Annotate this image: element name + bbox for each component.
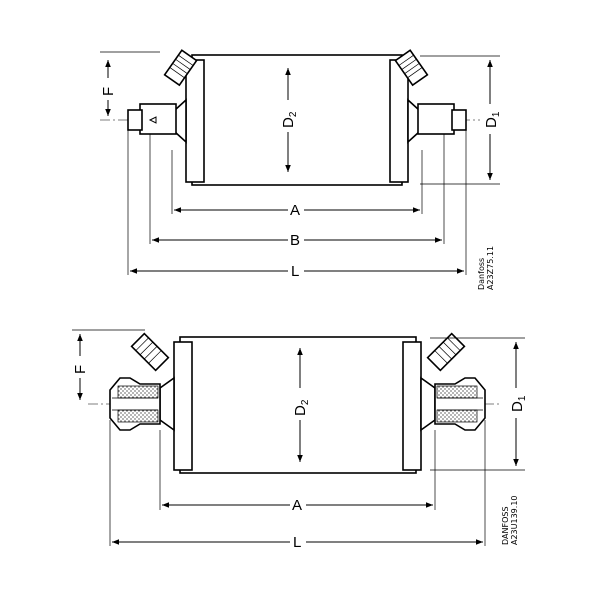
side-text-bottom: DANFOSS A23U139.10 [501,496,519,546]
label-d2-bottom: D2 [292,399,311,416]
label-l-top: L [291,263,299,280]
right-solder-connection [417,103,467,135]
label-a-top: A [290,202,300,219]
right-access-valve [394,49,429,87]
label-f-top: F [100,87,117,96]
label-d2-top: D2 [280,111,299,128]
left-access-valve [130,332,170,372]
label-d1-bottom: D1 [509,395,528,412]
left-access-valve [163,49,198,87]
left-solder-connection [127,103,177,135]
label-l-bottom: L [293,534,301,551]
drawing-flare-version: D2 D1 F A L DANFOSS A23U139.10 [72,329,528,551]
side-text-top: Danfoss A23Z75.11 [477,246,495,290]
right-access-valve [426,332,466,372]
label-a-bottom: A [292,497,302,514]
left-flare-connection [109,377,161,431]
label-d1-top: D1 [483,111,502,128]
filter-body [174,54,420,186]
right-flare-connection [434,377,486,431]
label-b-top: B [290,232,300,249]
drawing-solder-version: D2 D1 F A B L Dan [100,49,502,290]
label-f-bottom: F [72,365,89,374]
